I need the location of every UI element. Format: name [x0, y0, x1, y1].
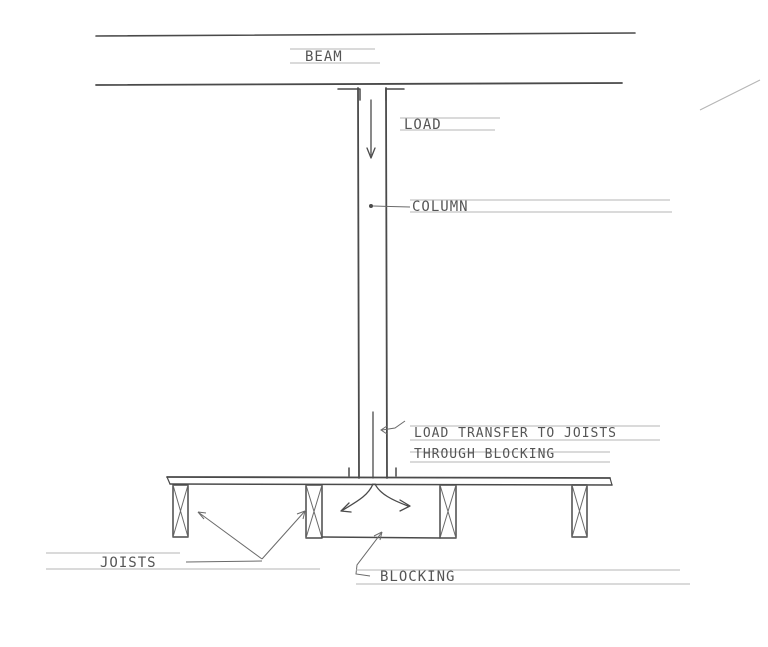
- load-arrow: [366, 99, 376, 159]
- load-split-arrows: [340, 483, 411, 513]
- column: [337, 87, 405, 479]
- column-leader-dot: [369, 204, 373, 208]
- column-leader-line: [372, 205, 411, 208]
- joists-leaders: [185, 510, 306, 563]
- joist: [305, 484, 323, 539]
- transfer-leader-arrowhead: [380, 425, 388, 435]
- transfer-label-line2: THROUGH BLOCKING: [414, 447, 555, 462]
- load-label: LOAD: [404, 117, 442, 133]
- column-label: COLUMN: [412, 199, 469, 215]
- floor-deck: [166, 476, 613, 486]
- beam: [95, 32, 636, 86]
- joist: [439, 484, 457, 539]
- transfer-leader-line: [381, 420, 406, 431]
- blocking-label: BLOCKING: [380, 569, 455, 585]
- joist: [172, 484, 189, 538]
- joist: [571, 484, 588, 538]
- transfer-label-line1: LOAD TRANSFER TO JOISTS: [414, 426, 617, 441]
- stray-mark: [699, 79, 761, 111]
- joists-label: JOISTS: [100, 555, 157, 571]
- beam-label: BEAM: [305, 49, 343, 65]
- blocking-leader: [355, 531, 383, 577]
